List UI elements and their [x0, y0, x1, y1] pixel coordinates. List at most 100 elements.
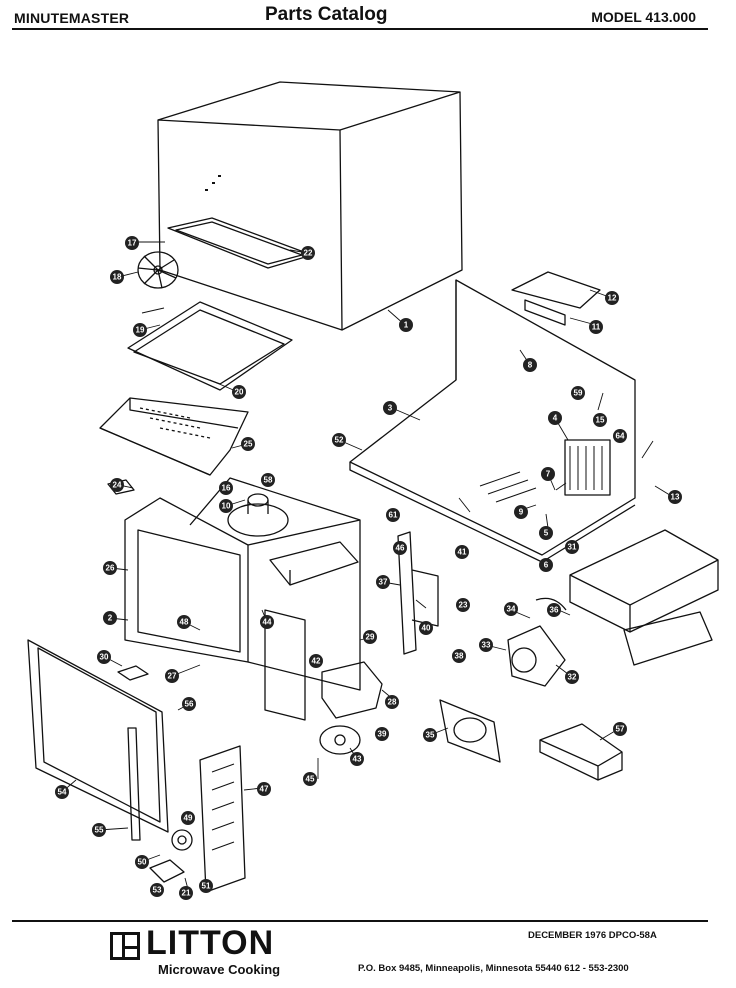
callout: 45 — [303, 772, 317, 786]
svg-text:7: 7 — [546, 470, 551, 479]
svg-text:58: 58 — [264, 476, 273, 485]
fuse-block — [539, 723, 623, 781]
svg-text:44: 44 — [263, 618, 272, 627]
callout: 5 — [539, 526, 553, 540]
svg-text:9: 9 — [519, 508, 524, 517]
svg-text:8: 8 — [528, 361, 533, 370]
svg-text:37: 37 — [379, 578, 388, 587]
svg-text:16: 16 — [222, 484, 231, 493]
logo-subtitle: Microwave Cooking — [158, 962, 281, 977]
svg-text:3: 3 — [388, 404, 393, 413]
control-panel — [199, 745, 246, 893]
callout: 31 — [565, 540, 579, 554]
callout: 33 — [479, 638, 493, 652]
callout: 53 — [150, 883, 164, 897]
callout: 35 — [423, 728, 437, 742]
timer-motor — [321, 661, 383, 719]
magnetron-antenna — [227, 493, 289, 537]
svg-text:41: 41 — [458, 548, 467, 557]
svg-text:53: 53 — [153, 886, 162, 895]
callout: 36 — [547, 603, 561, 617]
svg-text:15: 15 — [596, 416, 605, 425]
callout: 17 — [125, 236, 139, 250]
callout: 6 — [539, 558, 553, 572]
callout: 44 — [260, 615, 274, 629]
callout: 24 — [110, 478, 124, 492]
svg-text:50: 50 — [138, 858, 147, 867]
svg-text:52: 52 — [335, 436, 344, 445]
blower-motor — [507, 597, 567, 687]
svg-text:2: 2 — [108, 614, 113, 623]
callout: 39 — [375, 727, 389, 741]
callout: 40 — [419, 621, 433, 635]
callout: 43 — [350, 752, 364, 766]
svg-text:64: 64 — [616, 432, 625, 441]
callout: 25 — [241, 437, 255, 451]
date-code: DECEMBER 1976 DPCO-58A — [528, 930, 657, 941]
door-strip — [127, 727, 141, 841]
svg-text:59: 59 — [574, 389, 583, 398]
svg-text:46: 46 — [396, 544, 405, 553]
footer-rule — [12, 920, 708, 922]
svg-text:29: 29 — [366, 633, 375, 642]
callout: 7 — [541, 467, 555, 481]
callout: 32 — [565, 670, 579, 684]
duct-panel — [439, 699, 501, 763]
light-cover — [99, 397, 249, 476]
svg-text:35: 35 — [426, 731, 435, 740]
callout: 9 — [514, 505, 528, 519]
callout: 21 — [179, 886, 193, 900]
callout: 37 — [376, 575, 390, 589]
logo-name: LITTON — [146, 924, 275, 962]
callout: 26 — [103, 561, 117, 575]
callout: 22 — [301, 246, 315, 260]
callout: 34 — [504, 602, 518, 616]
callout: 4 — [548, 411, 562, 425]
callout: 46 — [393, 541, 407, 555]
svg-text:36: 36 — [550, 606, 559, 615]
callout: 48 — [177, 615, 191, 629]
transformer — [564, 439, 611, 496]
svg-text:48: 48 — [180, 618, 189, 627]
callout: 19 — [133, 323, 147, 337]
base-and-back-panel — [349, 271, 636, 563]
svg-text:11: 11 — [592, 323, 601, 332]
svg-text:22: 22 — [304, 249, 313, 258]
waveguide-box — [269, 541, 359, 586]
svg-text:6: 6 — [544, 561, 549, 570]
callout: 10 — [219, 499, 233, 513]
callout: 47 — [257, 782, 271, 796]
cover-box — [569, 529, 719, 666]
callout: 3 — [383, 401, 397, 415]
svg-text:43: 43 — [353, 755, 362, 764]
callout: 50 — [135, 855, 149, 869]
svg-text:57: 57 — [616, 725, 625, 734]
fan-motor — [319, 725, 361, 755]
svg-text:55: 55 — [95, 826, 104, 835]
svg-text:18: 18 — [113, 273, 122, 282]
model-label: MODEL 413.000 — [591, 9, 696, 25]
svg-text:21: 21 — [182, 889, 191, 898]
callout: 30 — [97, 650, 111, 664]
callout: 56 — [182, 697, 196, 711]
callout: 18 — [110, 270, 124, 284]
svg-text:31: 31 — [568, 543, 577, 552]
svg-text:28: 28 — [388, 698, 397, 707]
svg-text:38: 38 — [455, 652, 464, 661]
callout: 61 — [386, 508, 400, 522]
svg-text:47: 47 — [260, 785, 269, 794]
outer-cabinet — [157, 81, 463, 331]
svg-text:33: 33 — [482, 641, 491, 650]
svg-text:4: 4 — [553, 414, 558, 423]
callout: 20 — [232, 385, 246, 399]
fan-assembly — [137, 251, 179, 289]
svg-text:24: 24 — [113, 481, 122, 490]
brand-label: MINUTEMASTER — [14, 10, 130, 26]
callout: 15 — [593, 413, 607, 427]
callout: 8 — [523, 358, 537, 372]
company-address: P.O. Box 9485, Minneapolis, Minnesota 55… — [358, 963, 629, 974]
callout: 55 — [92, 823, 106, 837]
svg-text:32: 32 — [568, 673, 577, 682]
callout: 41 — [455, 545, 469, 559]
